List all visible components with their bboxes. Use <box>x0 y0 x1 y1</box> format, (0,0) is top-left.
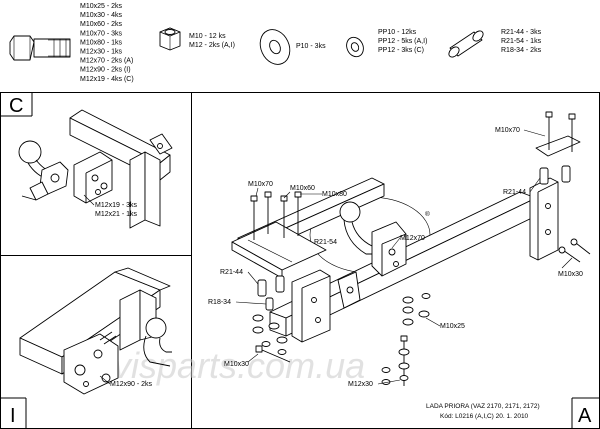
bolt-size-6: M12x30 - 1ks <box>80 49 123 56</box>
bolt-size-4: M10x70 - 3ks <box>80 30 123 37</box>
panel-i-drawing <box>19 267 172 395</box>
bolt-size-5: M10x80 - 1ks <box>80 39 123 46</box>
nut-size-list: M10 - 12 ks M12 - 2ks (A,I) <box>189 33 235 49</box>
vehicle-model: LADA PRIORA (VAZ 2170, 2171, 2172) <box>426 403 540 410</box>
spacer-tube-icon <box>448 30 484 58</box>
panel-a-letter: A <box>578 405 592 427</box>
spring-washer-size-1: PP10 - 12ks <box>378 29 417 36</box>
nut-size-2: M12 - 2ks (A,I) <box>189 42 235 49</box>
label-m10x25: M10x25 <box>440 323 465 330</box>
label-r21-44-left: R21-44 <box>220 269 243 276</box>
panel-a-drawing: ® <box>231 111 591 386</box>
label-m12x30: M12x30 <box>348 381 373 388</box>
label-m12x70: M12x70 <box>400 235 425 242</box>
label-m10x70-left: M10x70 <box>248 181 273 188</box>
drawing-code: Kód: L0216 (A,I,C) 20. 1. 2010 <box>440 413 529 420</box>
panel-c-drawing <box>18 109 173 229</box>
washer-size-list: P10 - 3ks <box>296 43 326 50</box>
panel-i-letter: I <box>10 405 16 427</box>
label-r18-34: R18-34 <box>208 299 231 306</box>
bolt-size-3: M10x60 - 2ks <box>80 21 123 28</box>
washer-size-1: P10 - 3ks <box>296 43 326 50</box>
bolt-size-1: M10x25 - 2ks <box>80 3 123 10</box>
watermark: savisparts.com.ua <box>75 345 365 386</box>
label-m10x30-right: M10x30 <box>558 271 583 278</box>
label-r21-44-right: R21-44 <box>503 189 526 196</box>
spacer-size-3: R18-34 - 2ks <box>501 47 542 54</box>
panel-i-label: M12x90 - 2ks <box>110 381 153 388</box>
label-m10x60: M10x60 <box>290 185 315 192</box>
label-r21-54: R21-54 <box>314 239 337 246</box>
panel-c-letter: C <box>9 95 23 117</box>
bolt-size-9: M12x19 - 4ks (C) <box>80 76 134 83</box>
spacer-size-2: R21-54 - 1ks <box>501 38 542 45</box>
label-m10x70-top-right: M10x70 <box>495 127 520 134</box>
panel-a-labels: M10x70 R21-44 M10x30 M10x70 M10x60 M10x8… <box>208 127 583 388</box>
bolt-icon <box>9 35 71 61</box>
washer-icon <box>259 29 291 65</box>
nut-icon <box>159 27 181 51</box>
panel-c-label-1: M12x19 - 3ks <box>95 202 138 209</box>
label-m10x80: M10x80 <box>322 191 347 198</box>
spring-washer-icon <box>346 36 364 58</box>
bolt-size-2: M10x30 - 4ks <box>80 12 123 19</box>
panel-c-label-2: M12x21 - 1ks <box>95 211 138 218</box>
svg-text:®: ® <box>425 210 430 218</box>
label-m10x30-left: M10x30 <box>224 361 249 368</box>
spring-washer-size-2: PP12 - 5ks (A,I) <box>378 38 427 45</box>
spacer-size-1: R21-44 - 3ks <box>501 29 542 36</box>
bolt-size-8: M12x90 - 2ks (I) <box>80 67 131 74</box>
spring-washer-size-3: PP12 - 3ks (C) <box>378 47 424 54</box>
bolt-size-7: M12x70 - 2ks (A) <box>80 58 133 65</box>
nut-size-1: M10 - 12 ks <box>189 33 226 40</box>
